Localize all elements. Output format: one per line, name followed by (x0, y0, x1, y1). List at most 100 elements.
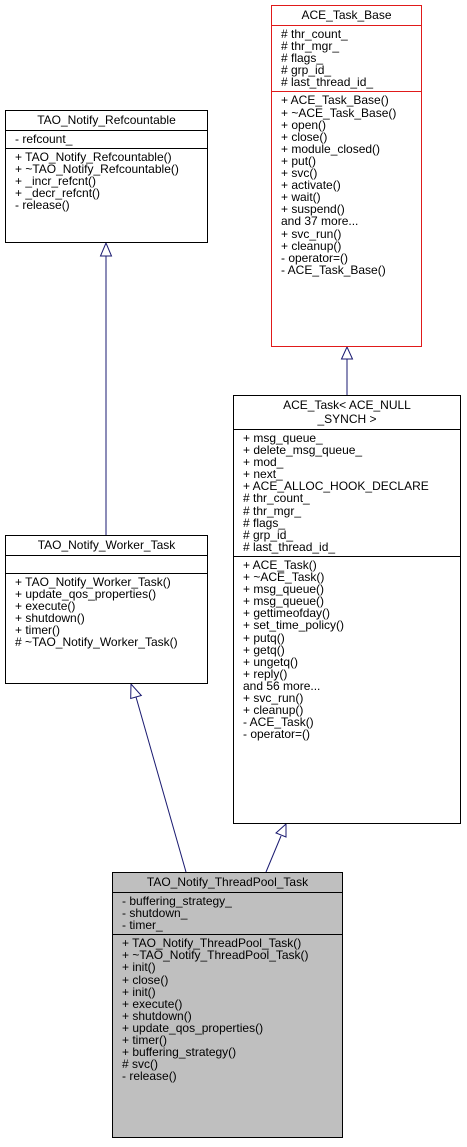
attributes-section: # thr_count_ # thr_mgr_ # flags_ # grp_i… (272, 26, 421, 93)
operation: + ~TAO_Notify_ThreadPool_Task() (122, 948, 309, 963)
operations-section: + ACE_Task() + ~ACE_Task() + msg_queue()… (234, 557, 460, 743)
attributes-section: - buffering_strategy_ - shutdown_ - time… (113, 893, 342, 936)
operation: + svc_run() (243, 690, 304, 705)
class-title: TAO_Notify_Worker_Task (6, 536, 207, 556)
operations-section: + TAO_Notify_Worker_Task() + update_qos_… (6, 574, 207, 652)
class-title: TAO_Notify_Refcountable (6, 111, 207, 131)
attribute: + msg_queue_ (243, 431, 323, 445)
class-title: TAO_Notify_ThreadPool_Task (113, 873, 342, 893)
operation: + wait() (281, 190, 321, 205)
operation: + ACE_Task_Base() (281, 93, 389, 108)
operation: + update_qos_properties() (15, 587, 157, 602)
operation: - operator=() (281, 250, 349, 265)
arrowhead-acetask (275, 822, 287, 838)
operation: + putq() (243, 630, 285, 645)
attribute: # last_thread_id_ (281, 75, 374, 90)
operation: + module_closed() (281, 141, 381, 156)
attribute: + delete_msg_queue_ (243, 443, 363, 458)
arrowhead-worker (130, 682, 143, 700)
attribute: + mod_ (243, 455, 284, 470)
attribute: # thr_mgr_ (243, 503, 302, 518)
arrowhead-taskbase (340, 345, 354, 360)
operation: + TAO_Notify_Refcountable() (15, 150, 172, 165)
operation: + getq() (243, 642, 285, 657)
class-tao-notify-refcountable[interactable]: TAO_Notify_Refcountable - refcount_ + TA… (5, 110, 208, 243)
operation: + timer() (15, 623, 60, 638)
operation: + update_qos_properties() (122, 1020, 264, 1035)
class-tao-notify-worker-task[interactable]: TAO_Notify_Worker_Task + TAO_Notify_Work… (5, 535, 208, 684)
class-title: ACE_Task_Base (272, 6, 421, 26)
edge-threadpool-to-acetask (265, 835, 282, 873)
operation: + open() (281, 117, 327, 132)
attribute: - shutdown_ (122, 906, 188, 921)
attribute: # grp_id_ (281, 63, 332, 78)
operation: - release() (122, 1069, 177, 1084)
operation: + shutdown() (122, 1008, 192, 1023)
operation: - ACE_Task_Base() (281, 262, 386, 277)
attribute: + next_ (243, 467, 283, 482)
operation: + shutdown() (15, 611, 85, 626)
attribute: - buffering_strategy_ (122, 894, 232, 908)
operation: + ~ACE_Task() (243, 570, 325, 585)
class-ace-task-base[interactable]: ACE_Task_Base # thr_count_ # thr_mgr_ # … (271, 5, 422, 347)
operations-section: + ACE_Task_Base() + ~ACE_Task_Base() + o… (272, 92, 421, 278)
class-title-line: _SYNCH > (317, 412, 377, 426)
operation: + svc() (281, 166, 318, 181)
operation: + svc_run() (281, 226, 342, 241)
operation: # svc() (122, 1057, 158, 1072)
attribute: # grp_id_ (243, 527, 294, 542)
attribute: - timer_ (122, 918, 163, 933)
operation: + reply() (243, 666, 288, 681)
operation: + buffering_strategy() (122, 1045, 237, 1060)
operation: - release() (15, 198, 70, 213)
operation: + execute() (15, 599, 76, 614)
operation: - operator=() (243, 727, 311, 742)
operation: + cleanup() (281, 238, 342, 253)
edge-threadpool-to-worker (135, 696, 187, 873)
operation: + gettimeofday() (243, 606, 331, 621)
class-title-line: ACE_Task< ACE_NULL (283, 398, 411, 412)
operation: + ungetq() (243, 654, 299, 669)
operation: + msg_queue() (243, 594, 325, 609)
attribute: # thr_count_ (281, 27, 348, 41)
class-ace-task-null-synch[interactable]: ACE_Task< ACE_NULL _SYNCH > + msg_queue_… (233, 395, 461, 824)
operation: + ~ACE_Task_Base() (281, 105, 397, 120)
operation: + msg_queue() (243, 582, 325, 597)
operations-section: + TAO_Notify_Refcountable() + ~TAO_Notif… (6, 149, 207, 214)
class-tao-notify-threadpool-task[interactable]: TAO_Notify_ThreadPool_Task - buffering_s… (112, 872, 343, 1138)
attribute: # flags_ (243, 515, 286, 530)
operation: + close() (281, 129, 328, 144)
operation: + cleanup() (243, 703, 304, 718)
operation: + suspend() (281, 202, 345, 217)
operation: + activate() (281, 178, 341, 193)
attribute: + ACE_ALLOC_HOOK_DECLARE (243, 479, 429, 494)
attribute: - refcount_ (15, 132, 73, 146)
more-operations-link[interactable]: and 56 more... (243, 678, 321, 693)
operation: + set_time_policy() (243, 618, 345, 633)
attribute: # flags_ (281, 51, 324, 66)
operation: + init() (122, 960, 156, 975)
attributes-section: - refcount_ (6, 131, 207, 150)
operation: + timer() (122, 1033, 167, 1048)
arrowhead-refcountable (99, 241, 113, 257)
operation: + TAO_Notify_Worker_Task() (15, 575, 171, 589)
attributes-section (6, 556, 207, 574)
operation: + init() (122, 984, 156, 999)
attributes-section: + msg_queue_ + delete_msg_queue_ + mod_ … (234, 430, 460, 557)
operation: + execute() (122, 996, 183, 1011)
operation: # ~TAO_Notify_Worker_Task() (15, 635, 178, 650)
operation: + TAO_Notify_ThreadPool_Task() (122, 936, 302, 951)
operation: + _decr_refcnt() (15, 186, 101, 201)
attribute: # last_thread_id_ (243, 539, 336, 554)
operation: + put() (281, 153, 317, 168)
attribute: # thr_mgr_ (281, 39, 340, 54)
class-title: ACE_Task< ACE_NULL _SYNCH > (234, 396, 460, 430)
operation: + close() (122, 972, 169, 987)
operation: + ACE_Task() (243, 557, 317, 572)
operation: + ~TAO_Notify_Refcountable() (15, 162, 179, 177)
more-operations-link[interactable]: and 37 more... (281, 214, 359, 229)
operations-section: + TAO_Notify_ThreadPool_Task() + ~TAO_No… (113, 935, 342, 1085)
attribute: # thr_count_ (243, 491, 310, 506)
operation: - ACE_Task() (243, 715, 314, 730)
